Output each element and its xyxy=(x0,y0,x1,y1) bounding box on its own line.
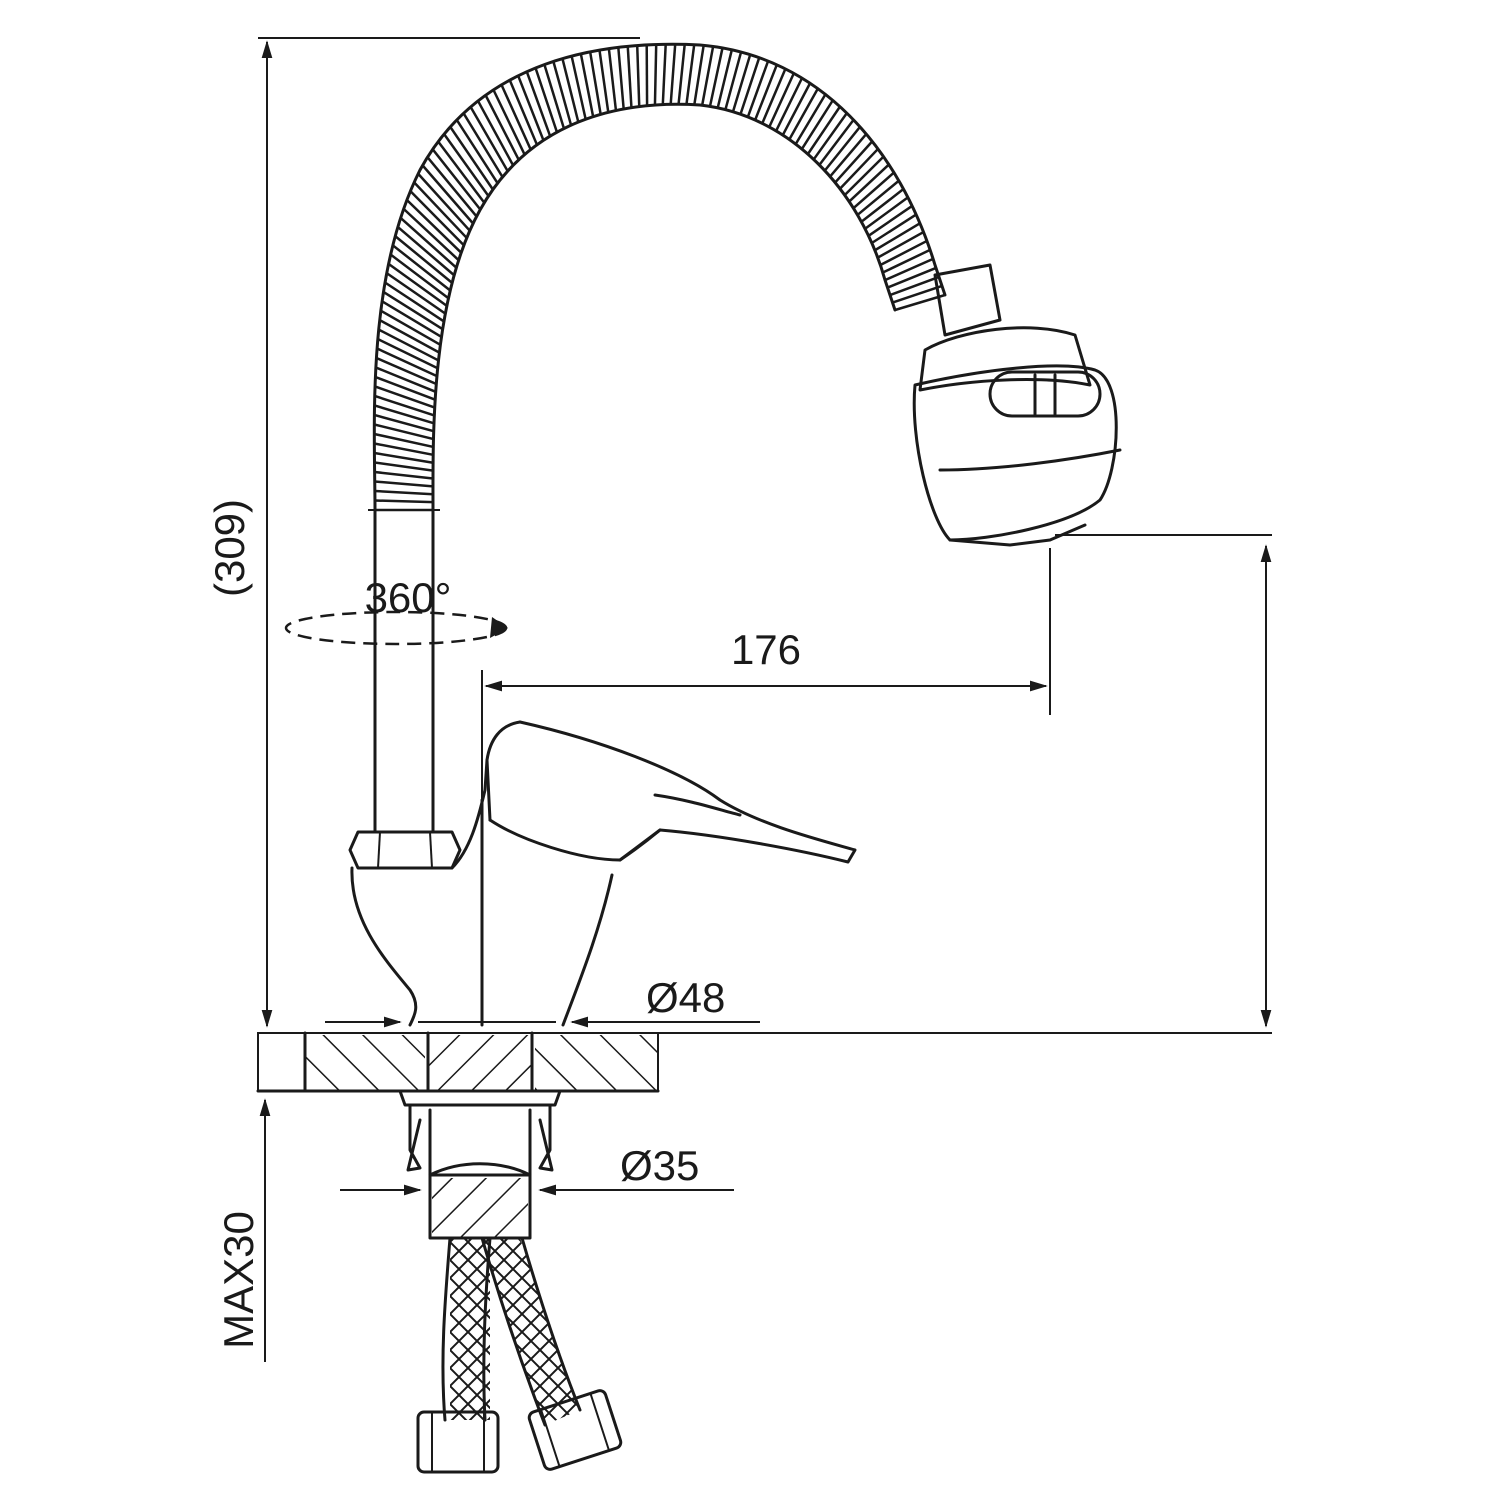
spout-column xyxy=(368,508,440,834)
reach-dimension-label: 176 xyxy=(731,626,801,673)
rotation-label: 360° xyxy=(365,574,452,621)
right-hose-nut xyxy=(527,1389,623,1471)
deck-thickness-dimension: MAX30 xyxy=(215,1098,271,1362)
spray-mode-button xyxy=(988,370,1102,418)
supply-hoses xyxy=(416,1236,623,1474)
shank-diameter-dimension: Ø35 xyxy=(340,1142,734,1196)
spout-height-dimension xyxy=(1055,534,1272,1028)
flexible-spout-hose xyxy=(372,42,947,512)
spray-head xyxy=(912,263,1122,547)
shank-diameter-label: Ø35 xyxy=(620,1142,699,1189)
mixer-body xyxy=(348,720,614,1027)
base-diameter-label: Ø48 xyxy=(646,974,725,1021)
deck-section xyxy=(256,1031,660,1093)
rotation-indicator: 360° xyxy=(284,574,508,646)
height-dimension: (309) xyxy=(206,37,640,1028)
height-dimension-label: (309) xyxy=(206,499,253,597)
base-diameter-dimension: Ø48 xyxy=(325,974,760,1028)
lever-handle xyxy=(485,720,857,864)
deck-thickness-label: MAX30 xyxy=(215,1211,262,1349)
mounting-shank xyxy=(398,1089,562,1240)
reach-dimension: 176 xyxy=(481,548,1051,800)
left-hose-nut xyxy=(416,1410,500,1474)
